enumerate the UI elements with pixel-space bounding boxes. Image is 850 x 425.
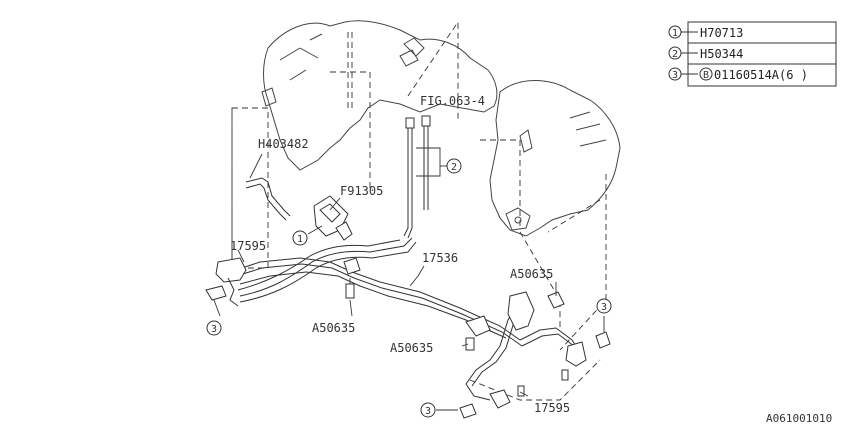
callout-3-right: 3 — [596, 298, 612, 314]
legend-row-1-code: H70713 — [700, 26, 743, 40]
callout-3-right-num: 3 — [601, 302, 607, 313]
callout-1-num: 1 — [297, 234, 303, 245]
label-fig-ref: FIG.063-4 — [420, 94, 485, 108]
legend-row-3: 3 B 01160514A(6 ) — [668, 67, 808, 82]
label-a50635-left: A50635 — [312, 321, 355, 335]
legend-row-1-num: 1 — [672, 28, 678, 39]
dashed-reference-lines — [231, 20, 607, 401]
small-parts — [313, 195, 611, 419]
label-f91305: F91305 — [340, 184, 383, 198]
fuel-pipes — [205, 115, 581, 401]
label-a50635-mid: A50635 — [390, 341, 433, 355]
legend-row-3-bolt-mark: B — [703, 70, 709, 81]
engine-block-right — [489, 80, 621, 237]
callout-3-left: 3 — [206, 320, 222, 336]
callout-2: 2 — [446, 158, 462, 174]
label-17595-left: 17595 — [230, 239, 266, 253]
label-17536: 17536 — [422, 251, 458, 265]
legend-row-2-num: 2 — [672, 49, 678, 60]
callout-1: 1 — [292, 230, 308, 246]
parts-legend: 1 H70713 2 H50344 3 B 01160514A(6 ) — [668, 21, 837, 87]
label-17595-bottom: 17595 — [534, 401, 570, 415]
legend-row-3-num: 3 — [672, 70, 678, 81]
legend-row-3-code: 01160514A(6 ) — [714, 68, 808, 82]
callout-3-bottom: 3 — [420, 402, 436, 418]
diagram-id: A061001010 — [766, 412, 832, 425]
callout-3-left-num: 3 — [211, 324, 217, 335]
label-a50635-right: A50635 — [510, 267, 553, 281]
engine-block-left — [261, 20, 498, 171]
legend-row-1: 1 H70713 — [668, 25, 743, 40]
callout-2-num: 2 — [451, 162, 457, 173]
legend-row-2-code: H50344 — [700, 47, 743, 61]
label-h403482: H403482 — [258, 137, 309, 151]
callout-3-bottom-num: 3 — [425, 406, 431, 417]
leader-lines — [213, 147, 605, 411]
legend-row-2: 2 H50344 — [668, 46, 743, 61]
